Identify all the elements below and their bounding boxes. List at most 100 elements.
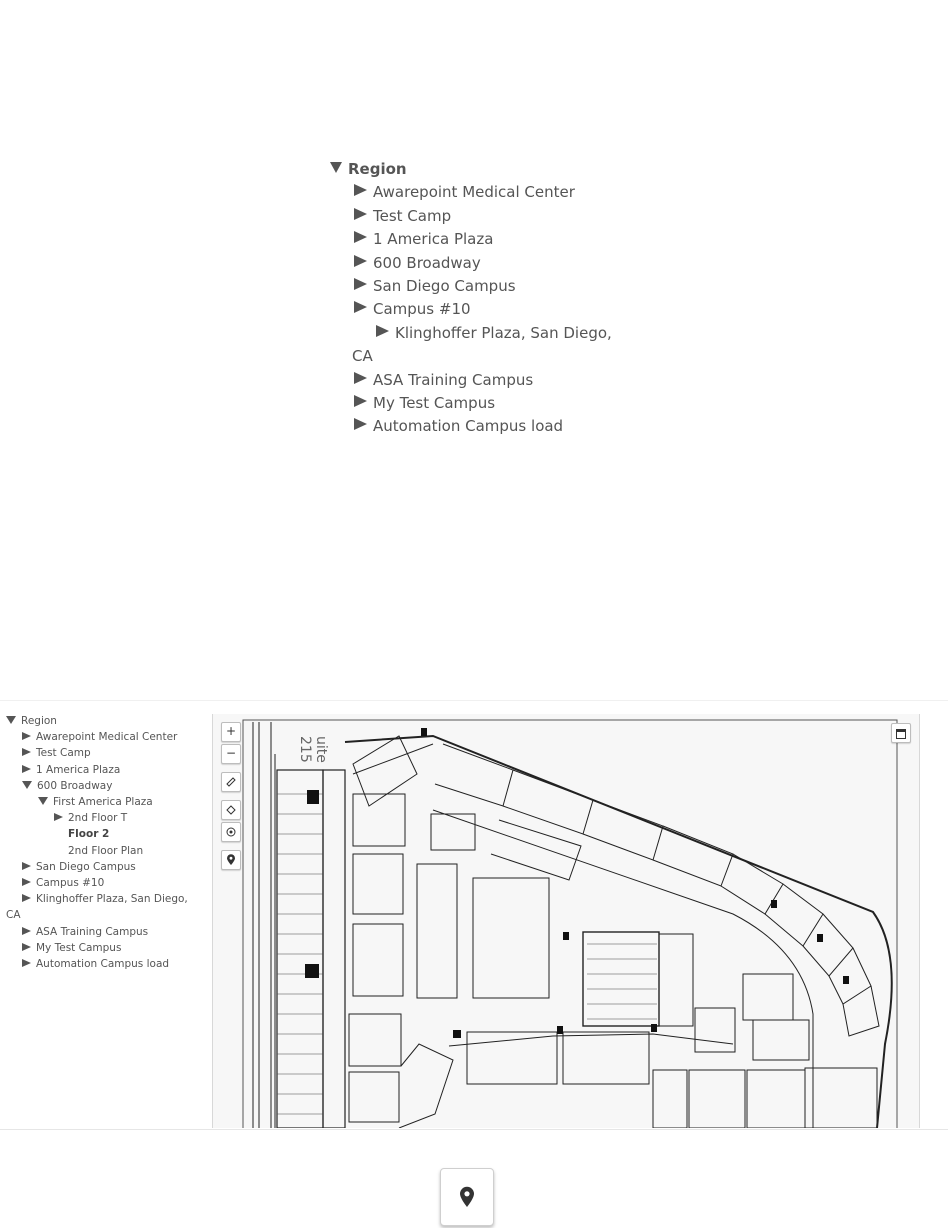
tree-item[interactable]: Campus #10 [6,875,206,891]
triangle-right-icon[interactable] [22,748,31,757]
triangle-right-icon[interactable] [22,959,31,968]
tree-item-label[interactable]: 2nd Floor T [68,812,128,825]
triangle-right-icon[interactable] [354,371,367,384]
tree-item[interactable]: San Diego Campus [330,275,630,298]
tree-item[interactable]: ASA Training Campus [6,924,206,940]
tree-item[interactable]: Awarepoint Medical Center [330,181,630,204]
tree-item[interactable]: Klinghoffer Plaza, San Diego, CA [6,891,202,923]
plan-border [242,719,898,1128]
tree-item[interactable]: 600 Broadway [330,252,630,275]
tree-root-label[interactable]: Region [348,160,407,178]
tree-item-label[interactable]: ASA Training Campus [36,925,149,938]
zoom-out-button[interactable]: − [221,744,241,764]
center-map-button[interactable] [221,800,241,820]
tree-item-label[interactable]: Test Camp [373,206,452,225]
tree-item[interactable]: 1 America Plaza [6,762,206,778]
suite-label: uite [313,736,329,763]
triangle-right-icon[interactable] [354,395,367,408]
triangle-right-icon[interactable] [22,732,31,741]
tree-root-region[interactable]: Region [6,713,206,729]
tree-item-label[interactable]: Awarepoint Medical Center [373,183,575,202]
triangle-down-icon[interactable] [330,162,342,173]
tree-item[interactable]: First America Plaza [6,794,206,810]
plan-room [828,947,872,1005]
tree-item-label[interactable]: 1 America Plaza [373,230,494,249]
location-pin-button[interactable] [440,1168,494,1226]
tree-item-label[interactable]: 600 Broadway [373,253,481,272]
map-pin-icon [227,854,235,865]
locate-button[interactable] [221,822,241,842]
tree-item-label[interactable]: Floor 2 [68,828,110,841]
triangle-right-icon[interactable] [22,861,31,870]
tree-item-label[interactable]: San Diego Campus [36,860,136,873]
map-pin-icon [460,1186,474,1207]
tree-item-label[interactable]: 600 Broadway [37,779,113,792]
plan-column [421,728,427,736]
triangle-right-icon[interactable] [54,813,63,822]
triangle-right-icon[interactable] [354,207,367,220]
triangle-right-icon[interactable] [354,418,367,431]
tree-item-label[interactable]: Test Camp [36,747,91,760]
ruler-button[interactable] [221,772,241,792]
tree-item[interactable]: 2nd Floor Plan [6,843,206,859]
plan-room [688,1069,746,1128]
tree-item-label[interactable]: First America Plaza [53,796,153,809]
tree-item-label[interactable]: My Test Campus [373,394,496,413]
tree-item[interactable]: Test Camp [6,745,206,761]
tree-root-region[interactable]: Region [330,158,630,181]
triangle-right-icon[interactable] [22,894,31,903]
tree-item[interactable]: 1 America Plaza [330,228,630,251]
triangle-right-icon[interactable] [354,231,367,244]
pin-button[interactable] [221,850,241,870]
tree-item[interactable]: Campus #10 [330,298,630,321]
tree-item-selected[interactable]: Floor 2 [6,826,206,842]
tree-item[interactable]: San Diego Campus [6,859,206,875]
tree-item-label[interactable]: Klinghoffer Plaza, San Diego, CA [352,323,612,366]
tree-item[interactable]: Automation Campus load [6,956,206,972]
triangle-right-icon[interactable] [354,184,367,197]
triangle-right-icon[interactable] [354,278,367,291]
tree-item[interactable]: My Test Campus [6,940,206,956]
plan-outer-wall [344,734,893,1128]
tree-item[interactable]: ASA Training Campus [330,369,630,392]
triangle-right-icon[interactable] [354,301,367,314]
tree-item-label[interactable]: Automation Campus load [373,417,564,436]
triangle-down-icon[interactable] [22,780,32,789]
collapse-panel-button[interactable] [891,723,911,743]
tree-item[interactable]: 600 Broadway [6,778,206,794]
tree-item[interactable]: My Test Campus [330,392,630,415]
floor-plan-map[interactable]: uite 215 + − [212,714,920,1128]
triangle-down-icon[interactable] [6,716,16,724]
triangle-right-icon[interactable] [22,926,31,935]
tree-item[interactable]: Test Camp [330,205,630,228]
tree-item-label[interactable]: ASA Training Campus [373,370,534,389]
triangle-right-icon[interactable] [22,764,31,773]
tree-item-label[interactable]: Automation Campus load [36,958,170,971]
triangle-right-icon[interactable] [376,324,389,337]
tree-item-label[interactable]: Klinghoffer Plaza, San Diego, CA [6,893,188,922]
plan-room [416,863,458,999]
triangle-right-icon[interactable] [22,878,31,887]
tree-item[interactable]: Klinghoffer Plaza, San Diego, CA [352,322,632,369]
zoom-in-button[interactable]: + [221,722,241,742]
region-tree-small: Region Awarepoint Medical Center Test Ca… [6,713,206,972]
tree-item[interactable]: Awarepoint Medical Center [6,729,206,745]
tree-item-label[interactable]: Awarepoint Medical Center [36,731,178,744]
tree-item-label[interactable]: San Diego Campus [373,277,516,296]
plan-room [502,769,594,835]
triangle-right-icon[interactable] [22,942,31,951]
plan-column [563,932,569,940]
tree-root-label[interactable]: Region [21,715,57,727]
tree-item[interactable]: 2nd Floor T [6,810,206,826]
triangle-right-icon[interactable] [354,254,367,267]
tree-item[interactable]: Automation Campus load [330,415,630,438]
triangle-down-icon[interactable] [38,797,48,806]
floor-plan-drawing[interactable]: uite 215 [213,714,919,1128]
tree-item-label[interactable]: 2nd Floor Plan [68,844,144,857]
tree-item-label[interactable]: 1 America Plaza [36,763,121,776]
tree-item-label[interactable]: My Test Campus [36,941,122,954]
plan-room [652,1069,688,1128]
plan-wall [432,809,814,1128]
tree-item-label[interactable]: Campus #10 [36,877,105,890]
tree-item-label[interactable]: Campus #10 [373,300,471,319]
